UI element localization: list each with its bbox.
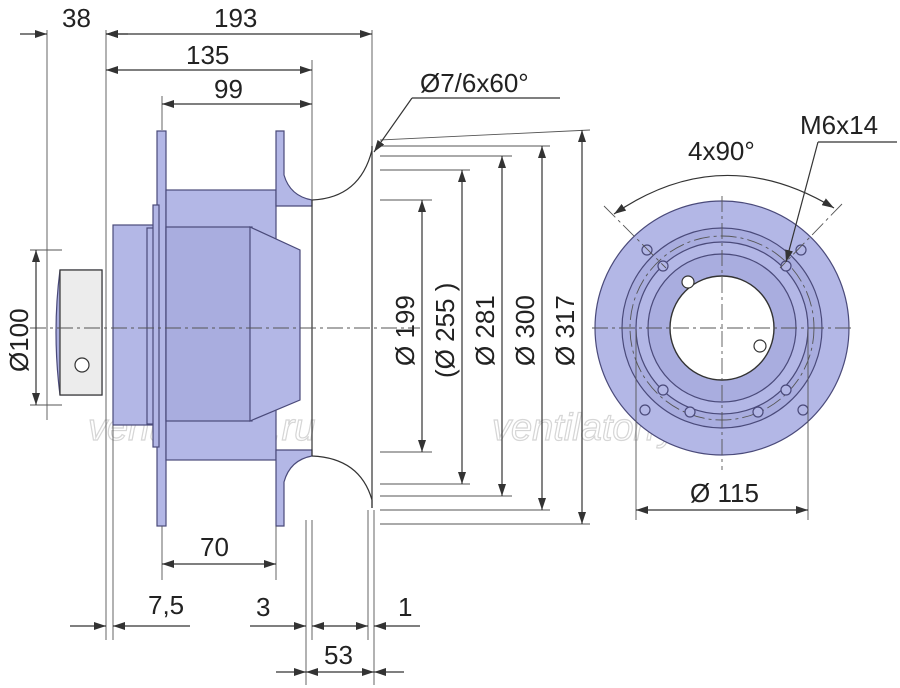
angle-arc bbox=[613, 174, 835, 215]
rotor-cone bbox=[249, 226, 301, 422]
dim-193: 193 bbox=[214, 3, 257, 33]
dim-1: 1 bbox=[398, 592, 412, 622]
dim-thread: M6x14 bbox=[800, 110, 878, 140]
rotor-hub bbox=[165, 226, 253, 422]
dim-70: 70 bbox=[200, 532, 229, 562]
dim-d255: (Ø 255 ) bbox=[430, 283, 460, 378]
dim-3: 3 bbox=[256, 592, 270, 622]
dim-d281: Ø 281 bbox=[470, 295, 500, 366]
dim-38: 38 bbox=[62, 3, 91, 33]
front-view bbox=[592, 141, 897, 520]
dim-d115: Ø 115 bbox=[690, 478, 759, 508]
dim-d317: Ø 317 bbox=[550, 295, 580, 366]
dim-holes-angle: 4x90° bbox=[688, 136, 755, 166]
front-shroud-top bbox=[275, 130, 313, 207]
mounting-holes bbox=[639, 244, 809, 418]
extension-lines bbox=[30, 30, 591, 685]
motor-cap-face bbox=[59, 269, 103, 396]
dim-7-5: 7,5 bbox=[148, 590, 184, 620]
dim-d300: Ø 300 bbox=[510, 295, 540, 366]
bore-notch-b-icon bbox=[753, 339, 767, 353]
bore-notch-a-icon bbox=[681, 275, 695, 289]
dim-135: 135 bbox=[186, 40, 229, 70]
dim-d100: Ø100 bbox=[4, 308, 34, 372]
dim-inlet-chamfer: Ø7/6x60° bbox=[420, 68, 529, 98]
inlet-curve-bottom bbox=[311, 455, 373, 508]
dim-53: 53 bbox=[324, 640, 353, 670]
front-shroud-bottom bbox=[275, 449, 313, 527]
cable-gland-icon bbox=[74, 357, 90, 373]
inlet-curve-top bbox=[311, 146, 373, 201]
dim-99: 99 bbox=[214, 74, 243, 104]
thread-leader-diag bbox=[785, 141, 819, 263]
dim-d199: Ø 199 bbox=[390, 295, 420, 366]
side-view bbox=[30, 130, 420, 527]
back-plate-inner bbox=[152, 204, 160, 448]
dimension-lines bbox=[20, 30, 586, 676]
diag-line-a bbox=[603, 205, 667, 269]
